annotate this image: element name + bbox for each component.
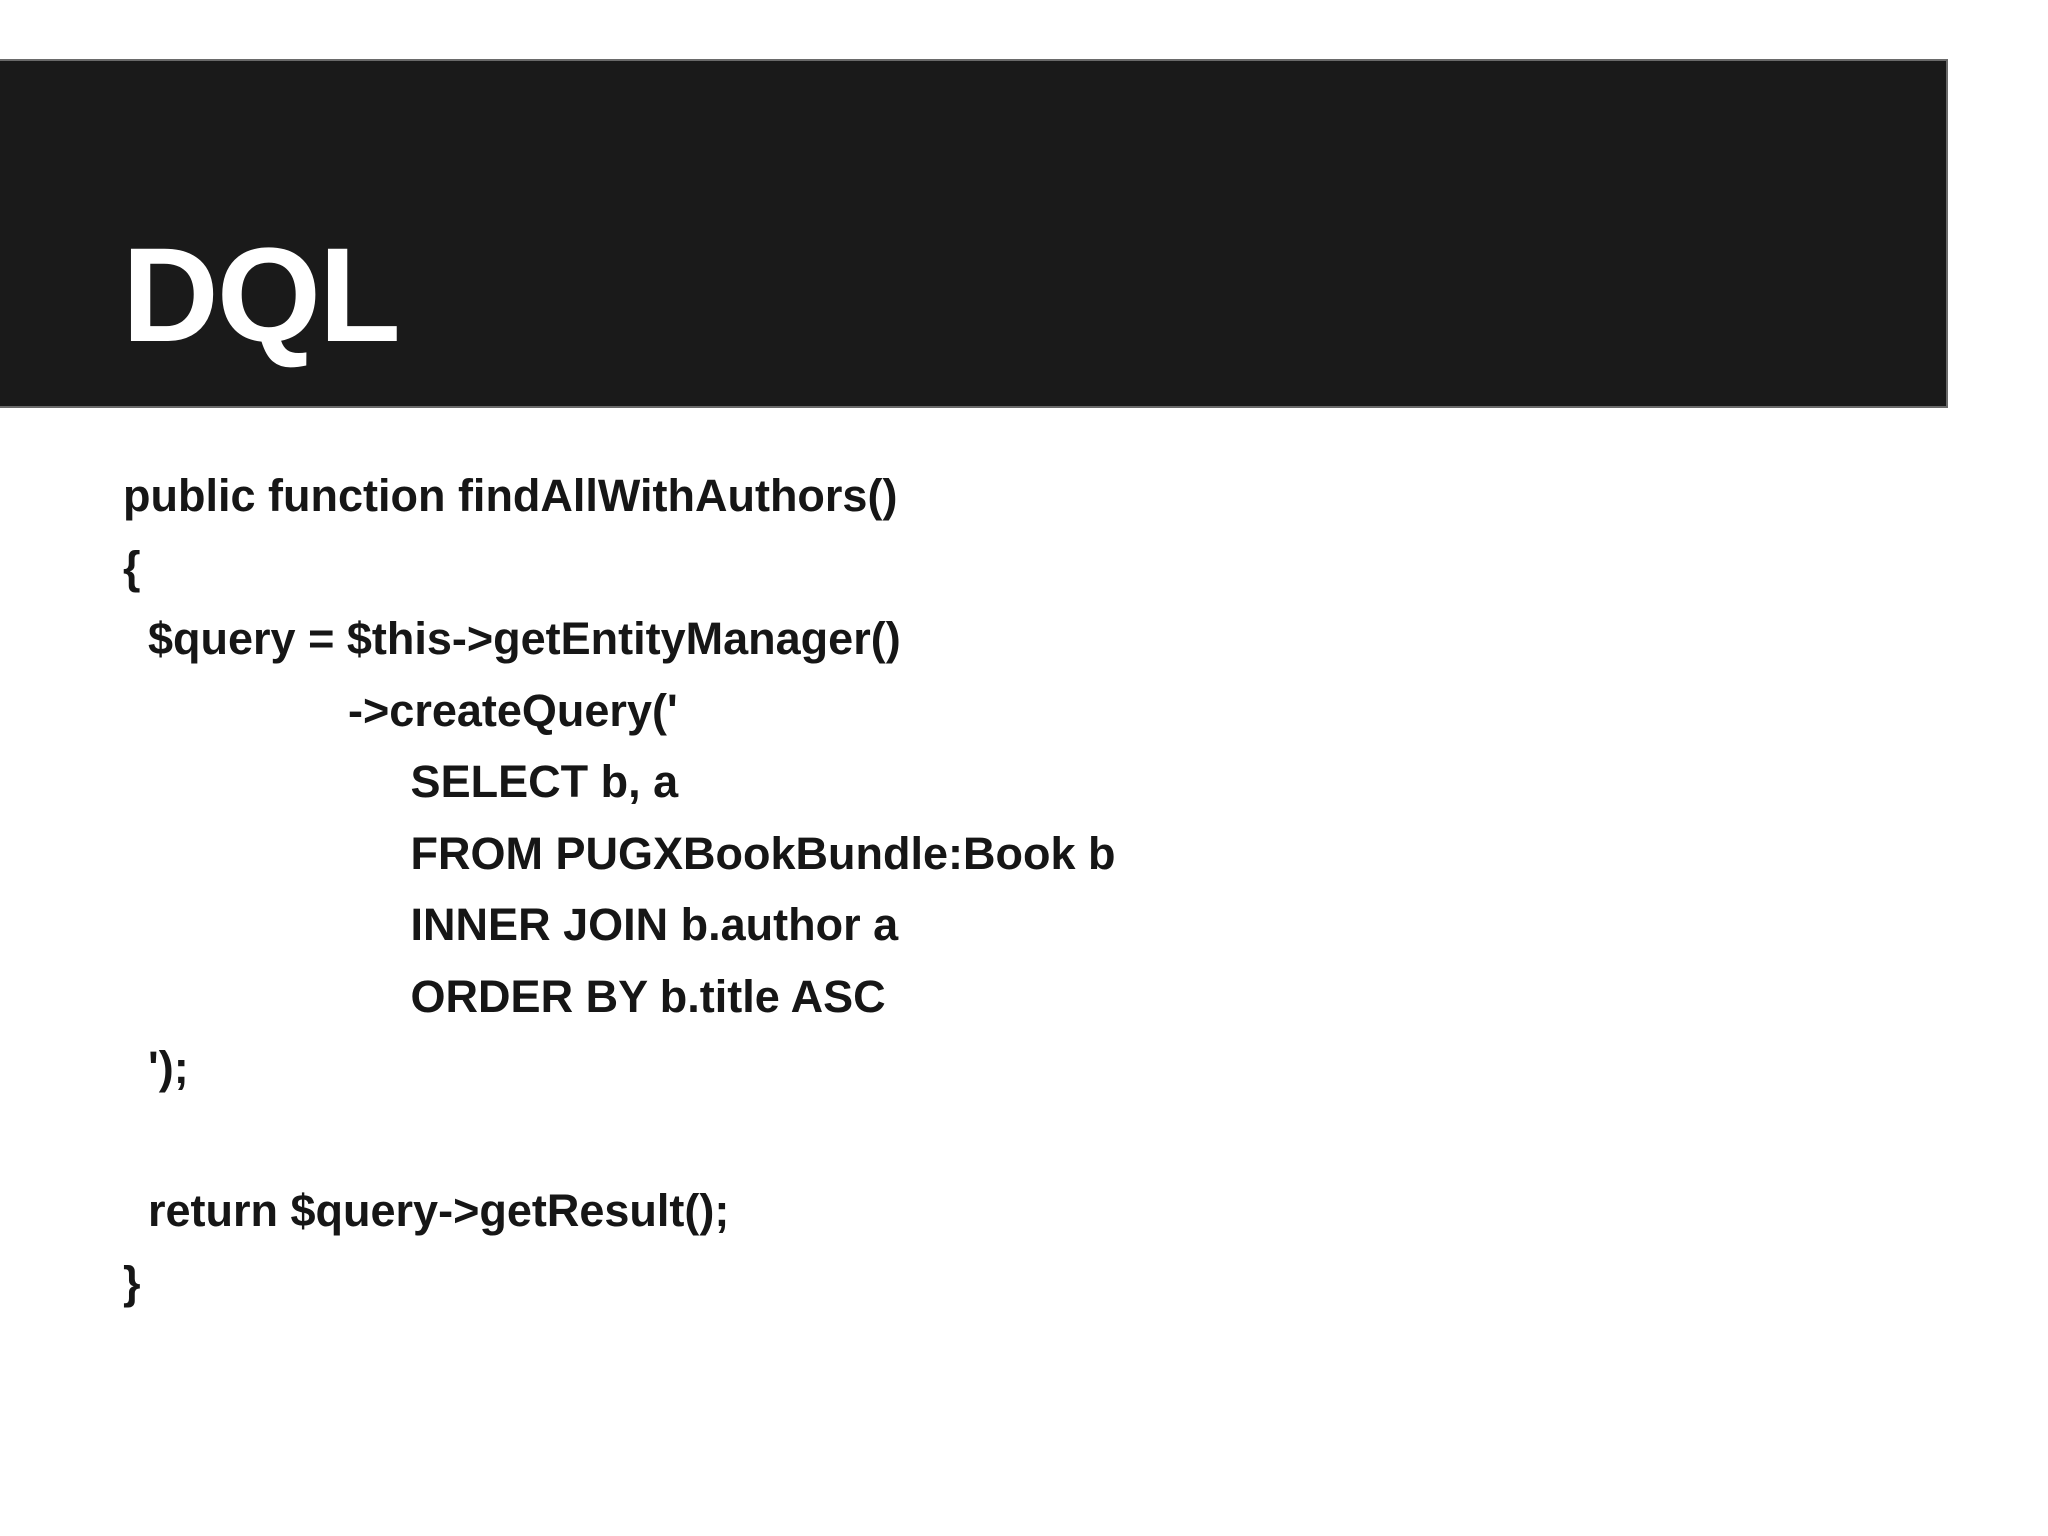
slide-title: DQL (122, 221, 401, 370)
title-bar: DQL (0, 59, 1948, 408)
code-block: public function findAllWithAuthors() { $… (123, 470, 1116, 1308)
